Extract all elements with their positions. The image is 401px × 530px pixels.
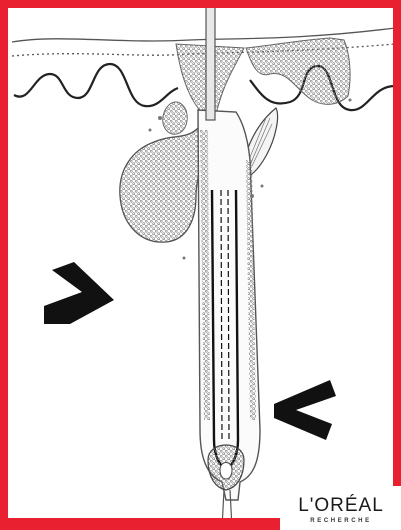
right-chevron-marker-icon	[44, 262, 114, 324]
dermal-papilla	[220, 463, 232, 480]
sebaceous-gland	[120, 128, 203, 242]
loreal-logo: L'ORÉAL RECHERCHE	[283, 492, 399, 528]
left-chevron-marker-icon	[274, 380, 336, 440]
logo-division-text: RECHERCHE	[283, 517, 399, 525]
sebaceous-lobe	[163, 102, 188, 134]
logo-brand-text: L'ORÉAL	[283, 495, 399, 517]
hair-shaft-emerging	[206, 0, 215, 120]
